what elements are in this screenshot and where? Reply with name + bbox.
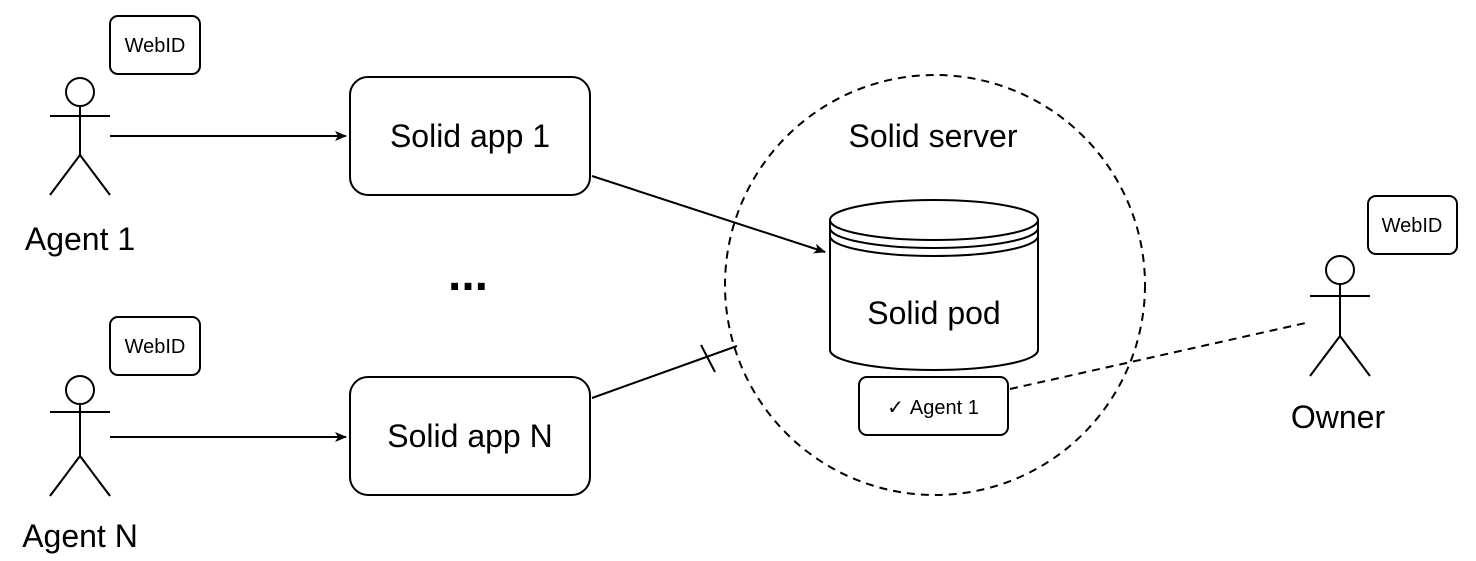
solid-pod-cylinder: Solid pod [829, 199, 1039, 371]
solid-app-n-box: Solid app N [349, 376, 591, 496]
solid-app-1-box: Solid app 1 [349, 76, 591, 196]
ellipsis-text: ... [448, 248, 488, 301]
solid-server: Solid server [724, 74, 1146, 496]
owner-webid-badge: WebID [1367, 195, 1458, 255]
owner-webid-label: WebID [1382, 215, 1443, 237]
agent-1-webid-badge: WebID [109, 15, 201, 75]
solid-app-n-label: Solid app N [387, 418, 552, 454]
access-control-text: ✓ Agent 1 [887, 397, 979, 419]
agent-1-label: Agent 1 [25, 221, 135, 257]
solid-server-label: Solid server [849, 118, 1018, 154]
access-control-agent-label: Agent 1 [910, 397, 979, 419]
agent-n-webid-label: WebID [125, 336, 186, 358]
agent-n-stick-figure-icon [49, 375, 111, 497]
access-control-badge: ✓ Agent 1 [858, 376, 1009, 436]
solid-app-1-label: Solid app 1 [390, 118, 550, 154]
solid-server-boundary [724, 74, 1146, 496]
agent-1-webid-label: WebID [125, 35, 186, 57]
agent-1: Agent 1 [25, 77, 135, 257]
agent-n-label: Agent N [22, 518, 138, 554]
agent-n: Agent N [22, 375, 138, 554]
owner-to-acl-dashed-link [1009, 321, 1311, 390]
checkmark-icon: ✓ [887, 397, 904, 419]
owner-label: Owner [1291, 399, 1386, 435]
agent-n-webid-badge: WebID [109, 316, 201, 376]
agent-1-stick-figure-icon [49, 77, 111, 196]
app-n-blocked-connection [591, 344, 738, 399]
owner: Owner [1291, 255, 1386, 435]
app-1-to-pod-arrow [591, 175, 826, 254]
owner-stick-figure-icon [1309, 255, 1371, 377]
solid-pod-label: Solid pod [867, 295, 1000, 331]
